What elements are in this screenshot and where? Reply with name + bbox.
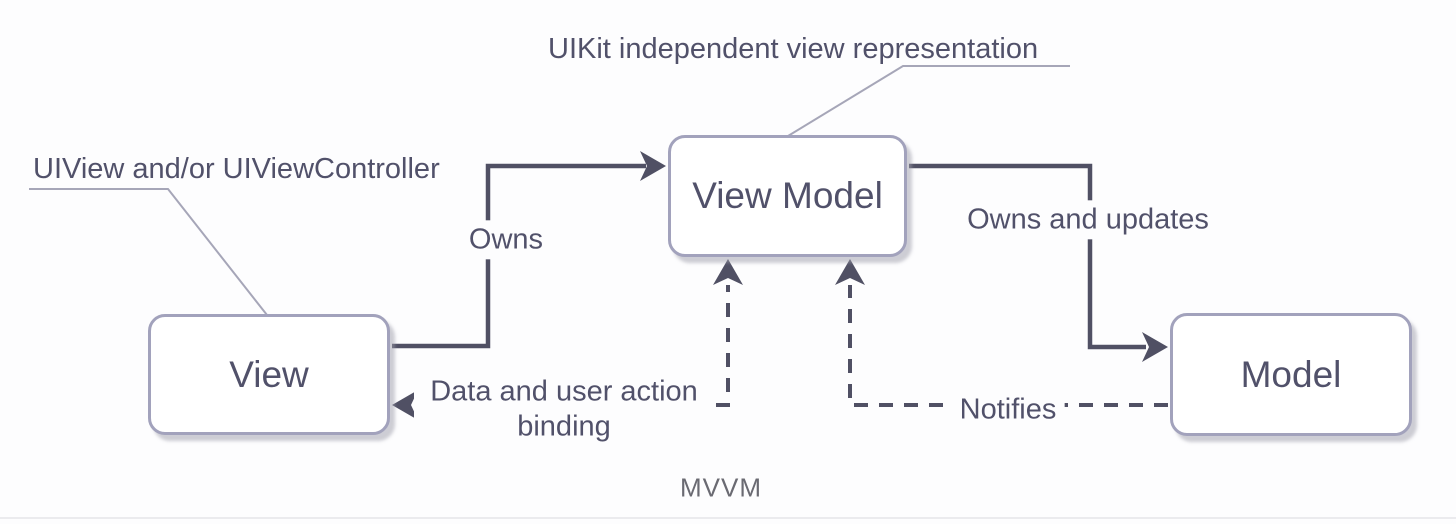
edge-viewmodel-to-model-arrowhead [1142, 332, 1168, 362]
node-model: Model [1170, 313, 1412, 436]
edge-viewmodel-to-model-line [909, 163, 1146, 350]
edge-label-owns-and-updates: Owns and updates [959, 200, 1217, 240]
bottom-divider [0, 517, 1456, 519]
edge-notifies-arrowhead-into-viewmodel [835, 259, 865, 285]
callout-label-view: UIView and/or UIViewController [33, 153, 440, 185]
diagram-caption: MVVM [680, 472, 762, 503]
edge-view-to-viewmodel-arrowhead [640, 151, 666, 181]
node-view-label: View [229, 353, 309, 395]
node-view: View [148, 314, 390, 435]
edge-label-notifies: Notifies [951, 390, 1065, 430]
callout-leader-viewmodel [787, 65, 1070, 137]
node-view-model: View Model [668, 135, 907, 257]
node-model-label: Model [1240, 353, 1342, 395]
callout-label-viewmodel: UIKit independent view representation [548, 33, 1039, 65]
edge-label-data-binding: Data and user action binding [414, 372, 714, 448]
edge-binding-arrowhead-into-viewmodel [713, 259, 743, 285]
node-view-model-label: View Model [692, 175, 883, 216]
callout-leader-view [29, 188, 268, 316]
edge-label-owns: Owns [460, 220, 552, 260]
edge-binding-arrowhead-into-view [392, 390, 418, 420]
